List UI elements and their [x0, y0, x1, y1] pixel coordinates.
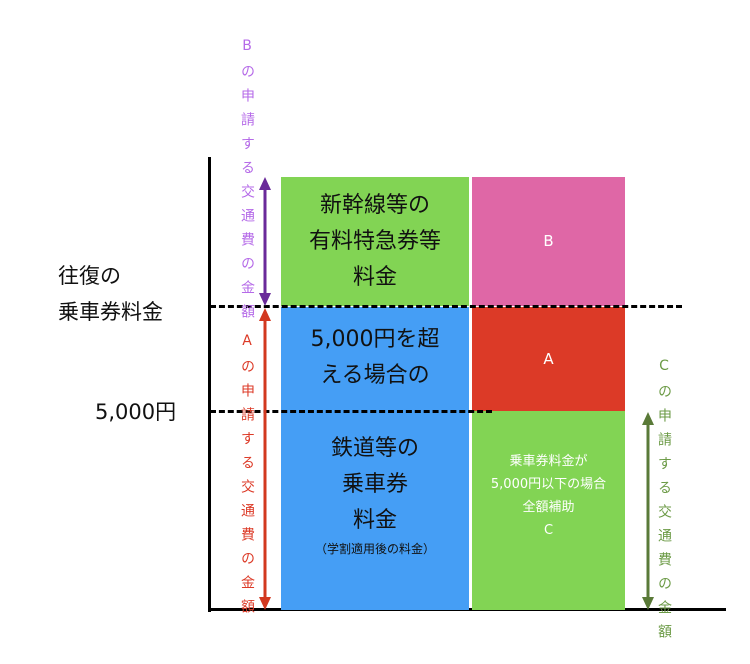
c-label: 乗車券料金が 5,000円以下の場合 全額補助 C	[490, 453, 607, 538]
vertical-axis	[208, 157, 211, 612]
over-5000-label: 5,000円を超 える場合の	[310, 326, 440, 388]
a-double-arrow	[259, 308, 271, 610]
rail-fee-block	[281, 307, 469, 610]
rail-fee-note: （学割適用後の料金）	[314, 542, 435, 556]
dashed-line-5000	[210, 410, 492, 413]
c-vertical-label: Cの申請する交通費の金額	[656, 358, 672, 648]
rail-fee-label: 鉄道等の 乗車券 料金	[330, 436, 419, 533]
a-vertical-label: Aの申請する交通費の金額	[239, 333, 255, 623]
threshold-label: 5,000円	[95, 400, 177, 424]
over-label-area: 5,000円を超 える場合の	[281, 310, 469, 405]
a-block: A	[472, 307, 625, 411]
round-trip-fare-label: 往復の 乗車券料金	[58, 264, 163, 324]
b-double-arrow	[259, 177, 271, 306]
c-double-arrow	[642, 412, 654, 610]
a-label: A	[543, 349, 554, 368]
b-vertical-label: Bの申請する交通費の金額	[239, 38, 255, 328]
c-block: 乗車券料金が 5,000円以下の場合 全額補助 C	[472, 411, 625, 610]
rail-label-area: 鉄道等の 乗車券 料金 （学割適用後の料金）	[281, 420, 469, 570]
b-block: B	[472, 177, 625, 306]
express-fee-label: 新幹線等の 有料特急券等 料金	[308, 192, 441, 290]
b-label: B	[543, 232, 554, 250]
dashed-line-round-trip	[210, 305, 682, 308]
express-fee-block: 新幹線等の 有料特急券等 料金	[281, 177, 469, 306]
